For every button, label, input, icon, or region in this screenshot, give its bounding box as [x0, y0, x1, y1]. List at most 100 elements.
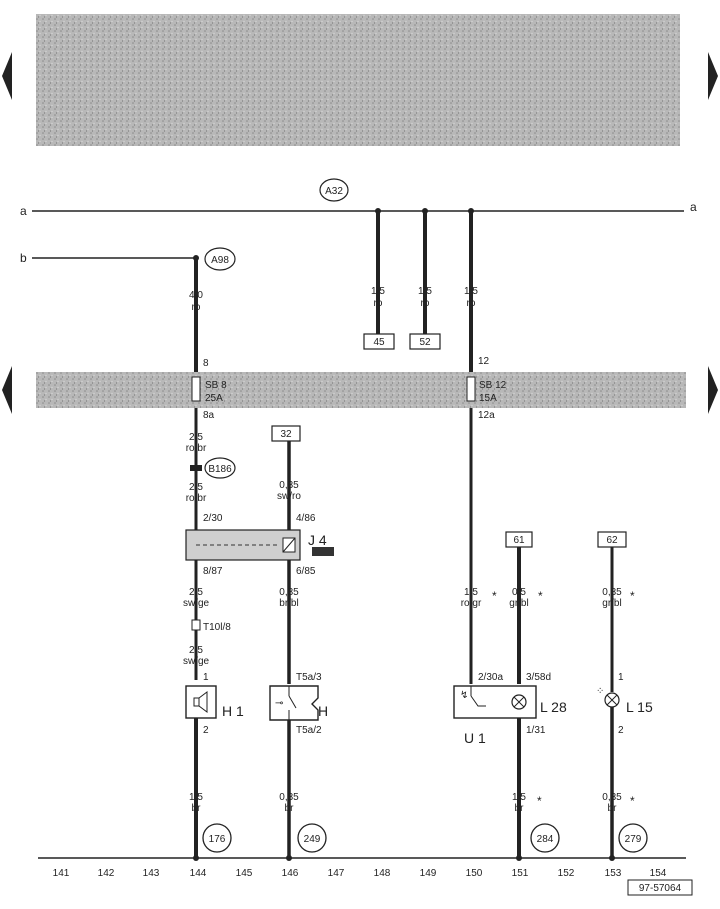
bus-a-left-label: a — [20, 204, 27, 218]
wire-color: ro — [467, 298, 476, 309]
component-u1 — [453, 685, 537, 719]
ground-284 — [530, 823, 560, 853]
bus-b-label: b — [20, 251, 27, 265]
wire-color: br — [285, 803, 295, 814]
doc-number: 97-57064 — [639, 883, 682, 894]
box-61-label: 61 — [513, 535, 525, 546]
relay-pin: 8/87 — [203, 566, 223, 577]
component-pin: 2/30a — [478, 672, 503, 683]
wire-size: 0,5 — [512, 587, 526, 598]
fuse-sb12-rating: 15A — [479, 393, 497, 404]
component-pin: 3/58d — [526, 672, 551, 683]
wire-size: 1,5 — [418, 286, 432, 297]
wire-color: ro/br — [186, 493, 207, 504]
ref-circle-a32 — [319, 178, 349, 202]
component-pin: 2 — [203, 725, 209, 736]
wire-size: 1,5 — [189, 792, 203, 803]
fuse-pin: 8a — [203, 410, 215, 421]
wire-color: br — [608, 803, 618, 814]
wire-color: ro — [374, 298, 383, 309]
column-number: 145 — [236, 868, 253, 879]
column-number: 146 — [282, 868, 299, 879]
connector-label: T10l/8 — [203, 622, 231, 633]
ref-a98-label: A98 — [211, 255, 229, 266]
ground-176 — [202, 823, 232, 853]
wire-size: 0,35 — [602, 587, 622, 598]
relay-j4-label: J 4 — [308, 532, 327, 548]
wire-color: br — [192, 803, 202, 814]
wire-color: br — [515, 803, 525, 814]
ref-a32-label: A32 — [325, 186, 343, 197]
fuse-pin: 12a — [478, 410, 495, 421]
column-number: 152 — [558, 868, 575, 879]
left-arrow-icon — [2, 366, 12, 414]
right-arrow-icon — [708, 366, 718, 414]
horn-button-h — [269, 685, 319, 721]
relay-pin: 6/85 — [296, 566, 316, 577]
column-numbers: 141 142 143 144 145 146 147 148 149 150 … — [53, 868, 667, 879]
wire-color: gr/bl — [602, 598, 621, 609]
wire-color: sw/ro — [277, 491, 301, 502]
column-number: 147 — [328, 868, 345, 879]
relay-pin: 4/86 — [296, 513, 316, 524]
ref-circle-a98 — [204, 247, 236, 271]
fuse-sb8-rating: 25A — [205, 393, 223, 404]
column-number: 154 — [650, 868, 667, 879]
box-45-label: 45 — [373, 337, 385, 348]
ref-circle-b186 — [204, 457, 236, 479]
wire-size: 2,5 — [189, 645, 203, 656]
column-number: 143 — [143, 868, 160, 879]
ground-176-label: 176 — [209, 834, 226, 845]
column-number: 151 — [512, 868, 529, 879]
right-arrow-icon — [708, 52, 718, 100]
component-pin: 1/31 — [526, 725, 546, 736]
relay-marker — [312, 547, 334, 556]
ground-249 — [297, 823, 327, 853]
doc-number-box — [627, 879, 693, 896]
box-45 — [363, 333, 395, 350]
horn-h1 — [185, 685, 217, 719]
column-number: 142 — [98, 868, 115, 879]
wire-color: ro — [421, 298, 430, 309]
note-star: * — [630, 794, 635, 808]
fuse-sb12-name: SB 12 — [479, 380, 507, 391]
note-star: * — [538, 589, 543, 603]
column-number: 148 — [374, 868, 391, 879]
wire-size: 1,5 — [371, 286, 385, 297]
h1-label: H 1 — [222, 703, 244, 719]
relay-pin: 2/30 — [203, 513, 223, 524]
fuse-pin: 12 — [478, 356, 490, 367]
connector-label: T5a/3 — [296, 672, 322, 683]
ground-279 — [618, 823, 648, 853]
note-star: * — [537, 794, 542, 808]
ground-279-label: 279 — [625, 834, 642, 845]
column-number: 149 — [420, 868, 437, 879]
fuse-pin: 8 — [203, 358, 209, 369]
wire-size: 1,5 — [464, 587, 478, 598]
wire-color: ro/gr — [461, 598, 482, 609]
wire-color: ro/br — [186, 443, 207, 454]
component-pin: 1 — [203, 672, 209, 683]
fuse-sb12 — [466, 376, 476, 402]
wire-size: 2,5 — [189, 587, 203, 598]
component-pin: 1 — [618, 672, 624, 683]
component-pin: 2 — [618, 725, 624, 736]
box-52-label: 52 — [419, 337, 431, 348]
wire-size: 0,35 — [279, 480, 299, 491]
connector-label: T5a/2 — [296, 725, 322, 736]
horn-icon — [198, 691, 208, 713]
column-number: 153 — [605, 868, 622, 879]
fuse-panel — [36, 372, 686, 408]
l28-label: L 28 — [540, 699, 567, 715]
ref-b186-label: B186 — [208, 464, 232, 475]
ground-249-label: 249 — [304, 834, 321, 845]
note-star: * — [630, 589, 635, 603]
note-star: * — [492, 589, 497, 603]
wire-color: sw/ge — [183, 656, 210, 667]
box-32-label: 32 — [280, 429, 292, 440]
wire-size: 1,5 — [512, 792, 526, 803]
box-52 — [409, 333, 441, 350]
warning-icon: ↯ — [460, 690, 468, 701]
wire-size: 2,5 — [189, 432, 203, 443]
